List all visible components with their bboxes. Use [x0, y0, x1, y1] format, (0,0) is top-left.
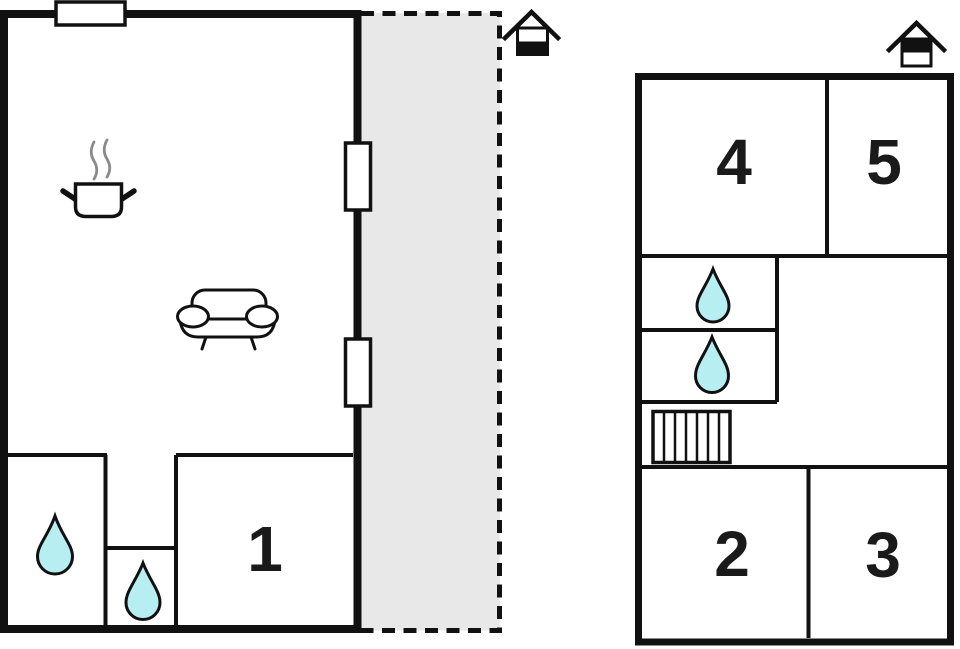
stairs-icon [651, 409, 732, 465]
water-drop-icon [695, 264, 731, 324]
room-3-label: 3 [865, 519, 901, 591]
terrace-dashed-border [361, 11, 502, 633]
stairs-steps [662, 411, 721, 463]
terrace-area [357, 13, 500, 631]
water-drop-icon [124, 558, 162, 621]
water-drop-icon [693, 332, 731, 394]
cooking-pot-icon [60, 138, 137, 219]
room-5-label: 5 [866, 126, 902, 198]
window-icon [343, 141, 373, 212]
room-2-label: 2 [714, 518, 750, 590]
upper-floor-interior-walls [642, 80, 947, 638]
house-roof [501, 8, 562, 42]
sofa-icon [176, 288, 279, 351]
upper-floor-outline [635, 73, 954, 646]
ground-floor-interior-walls [4, 453, 353, 627]
sofa-legs [200, 335, 257, 351]
house-roof [885, 19, 948, 54]
stairs-outline [651, 409, 732, 465]
sofa-armrest [245, 304, 279, 329]
water-drop-icon [35, 511, 75, 576]
sofa-armrest [176, 304, 210, 329]
window-icon [343, 337, 373, 408]
room-1-label: 1 [247, 513, 283, 585]
steam-line [102, 138, 112, 179]
room-4-label: 4 [716, 126, 752, 198]
upper-floor-plan: 4 5 2 3 [635, 19, 954, 646]
house-level-fill [517, 41, 548, 55]
window-icon [54, 0, 127, 27]
pot-body [73, 182, 124, 219]
steam-line [89, 140, 99, 181]
house-level-fill [902, 39, 931, 53]
ground-floor-plan: 1 [0, 0, 562, 633]
house-upper-floor-icon [885, 19, 948, 68]
house-ground-floor-icon [501, 8, 562, 56]
